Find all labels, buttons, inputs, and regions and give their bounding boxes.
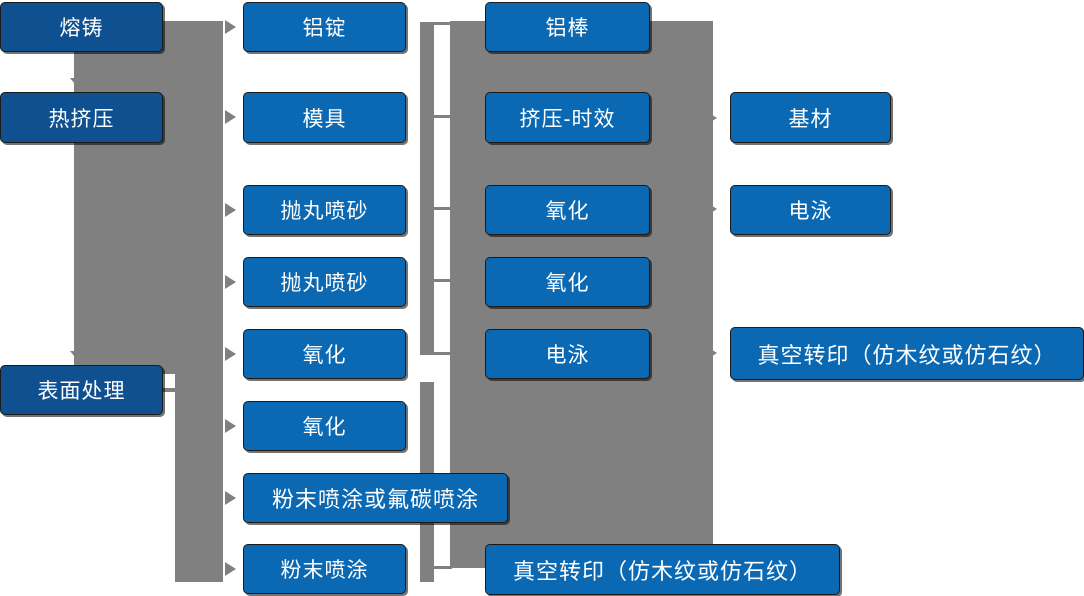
arrow-to-input-6	[225, 419, 236, 433]
arrow-to-output-2	[706, 202, 717, 216]
process-box-aluminum-bar[interactable]: 铝棒	[485, 2, 650, 52]
arrow-to-input-1	[225, 20, 236, 34]
connector-stub-5	[434, 352, 452, 355]
process-box-vacuum-transfer-printing[interactable]: 真空转印（仿木纹或仿石纹）	[485, 544, 840, 595]
arrow-to-input-7	[225, 491, 236, 505]
arrow-down-to-stage2	[70, 78, 88, 89]
arrow-to-input-5	[225, 347, 236, 361]
input-box-oxidation-1[interactable]: 氧化	[243, 329, 406, 379]
stage-box-surface-treatment[interactable]: 表面处理	[0, 365, 163, 415]
process-box-extrusion-aging[interactable]: 挤压-时效	[485, 92, 650, 143]
connector-stub-3	[434, 207, 452, 210]
input-box-shot-blasting-2[interactable]: 抛丸喷砂	[243, 257, 406, 307]
process-box-oxidation-1[interactable]: 氧化	[485, 185, 650, 235]
stage-box-melting-casting[interactable]: 熔铸	[0, 2, 163, 52]
connector-stub-1	[434, 22, 452, 25]
process-box-oxidation-2[interactable]: 氧化	[485, 257, 650, 307]
arrow-to-output-3	[706, 346, 717, 360]
input-box-oxidation-2[interactable]: 氧化	[243, 401, 406, 451]
arrow-to-input-8	[225, 562, 236, 576]
input-box-powder-coating[interactable]: 粉末喷涂	[243, 544, 406, 594]
arrow-to-input-4	[225, 275, 236, 289]
input-box-mold[interactable]: 模具	[243, 92, 406, 143]
connector-trunk-stage2	[74, 141, 96, 365]
output-box-vacuum-transfer-printing[interactable]: 真空转印（仿木纹或仿石纹）	[730, 327, 1084, 380]
connector-stub-2	[434, 115, 452, 118]
connector-rail-upper	[420, 22, 434, 355]
connector-stub-6	[434, 566, 452, 569]
stage-box-hot-extrusion[interactable]: 热挤压	[0, 92, 163, 143]
output-box-base-material[interactable]: 基材	[730, 92, 891, 143]
arrow-to-input-2	[225, 110, 236, 124]
connector-stub-4	[434, 279, 452, 282]
connector-fan-lower	[175, 21, 223, 582]
arrow-to-output-1	[706, 111, 717, 125]
process-box-electrophoresis[interactable]: 电泳	[485, 329, 650, 379]
input-box-aluminum-ingot[interactable]: 铝锭	[243, 2, 406, 52]
input-box-shot-blasting-1[interactable]: 抛丸喷砂	[243, 185, 406, 235]
output-box-electrophoresis[interactable]: 电泳	[730, 185, 891, 235]
arrow-down-to-stage3	[70, 351, 88, 362]
input-box-powder-or-fluorocarbon-coating[interactable]: 粉末喷涂或氟碳喷涂	[243, 473, 508, 523]
arrow-to-input-3	[225, 203, 236, 217]
